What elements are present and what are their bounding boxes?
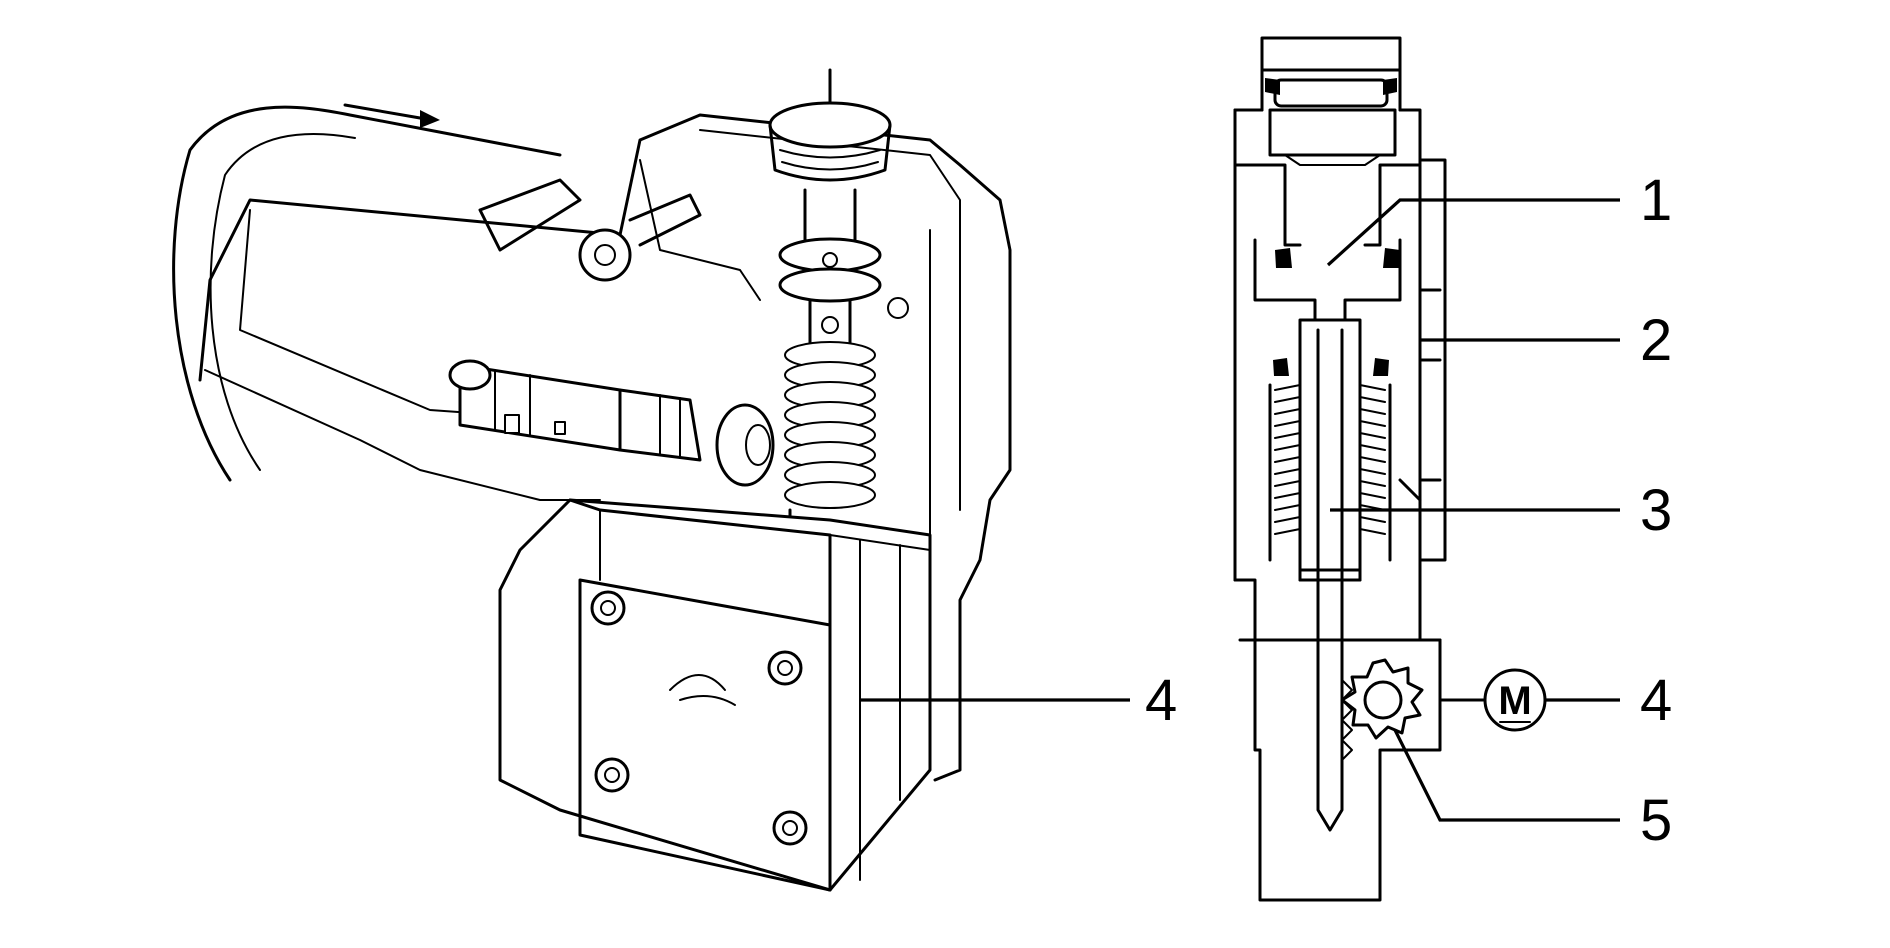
housing-top-edges — [1233, 108, 1422, 162]
section-spring — [1268, 383, 1392, 562]
housing-step-edge — [639, 159, 761, 301]
top-connector-seal — [1273, 78, 1389, 108]
top-connector-sides — [1260, 68, 1402, 112]
housing-lower-edge — [204, 369, 601, 501]
valve-side-screw — [887, 297, 909, 319]
lever-link — [628, 193, 702, 247]
motor-symbol-label: M — [1498, 679, 1531, 723]
right-callout-5-label: 5 — [1640, 788, 1672, 853]
motor-screw-top-left — [590, 590, 626, 626]
spring-bore — [1268, 383, 1392, 562]
cable-inner — [209, 132, 356, 471]
cable-arrow-shaft — [343, 103, 422, 120]
valve-collar-bottom — [778, 267, 882, 303]
motor-screw-top-right — [767, 650, 803, 686]
cable-arrow-head — [420, 110, 440, 128]
top-connector-taper — [1284, 154, 1381, 166]
motor-box — [498, 498, 932, 892]
position-switch — [448, 359, 775, 487]
valve-rod — [808, 298, 852, 352]
lever-arm — [478, 178, 582, 252]
piston-rod-guide — [1298, 318, 1362, 582]
motor-box-top-edge — [599, 509, 931, 581]
outer-plate — [1418, 158, 1447, 562]
lever-pivot — [578, 228, 632, 282]
valve-rod-pin — [821, 316, 839, 334]
lower-body — [1253, 638, 1442, 902]
lever-pivot-hole — [594, 244, 616, 266]
right-callout-1-leader — [1326, 198, 1620, 267]
outer-plate-steps — [1398, 288, 1442, 502]
top-connector-body — [1268, 108, 1397, 157]
housing-outline — [198, 113, 1012, 782]
cable-outer — [172, 105, 562, 482]
valve-cap-top — [768, 101, 892, 149]
right-callout-4-label: 4 — [1640, 668, 1672, 733]
valve-collar-pin — [822, 252, 838, 268]
motor-screw-bottom-right — [772, 810, 808, 846]
actuator-assembly-drawing: 4 — [172, 68, 1177, 892]
right-callout-3-label: 3 — [1640, 478, 1672, 543]
pinion-gear — [1340, 658, 1424, 740]
right-callout-5-leader — [1393, 729, 1620, 822]
left-callout-4-label: 4 — [1145, 668, 1177, 733]
piston-oring-lower — [1273, 358, 1389, 376]
motor-box-side-lines — [859, 539, 901, 881]
top-oring — [1265, 78, 1397, 95]
right-callout-2-label: 2 — [1640, 308, 1672, 373]
piston-rod — [1316, 328, 1344, 592]
motor-screw-bottom-left — [594, 757, 630, 793]
right-callout-1-label: 1 — [1640, 168, 1672, 233]
spring-coils — [784, 341, 876, 509]
housing-chamber-lower — [1253, 238, 1402, 322]
piston-oring-upper — [1275, 248, 1400, 268]
housing-chamber-upper — [1233, 163, 1422, 247]
lower-body-upper — [1233, 558, 1442, 642]
motor-box-front-face — [578, 578, 832, 892]
motor-shaft-boss — [669, 674, 736, 706]
rack-teeth-section — [1341, 679, 1353, 761]
top-connector-cap — [1260, 36, 1402, 72]
spring-seat — [1298, 568, 1362, 582]
valve-cap-body — [768, 123, 892, 182]
valve-cap-threads — [779, 149, 881, 171]
sectional-view-drawing: M 1 2 3 4 5 — [1233, 36, 1672, 902]
rack-rod — [1316, 588, 1344, 832]
